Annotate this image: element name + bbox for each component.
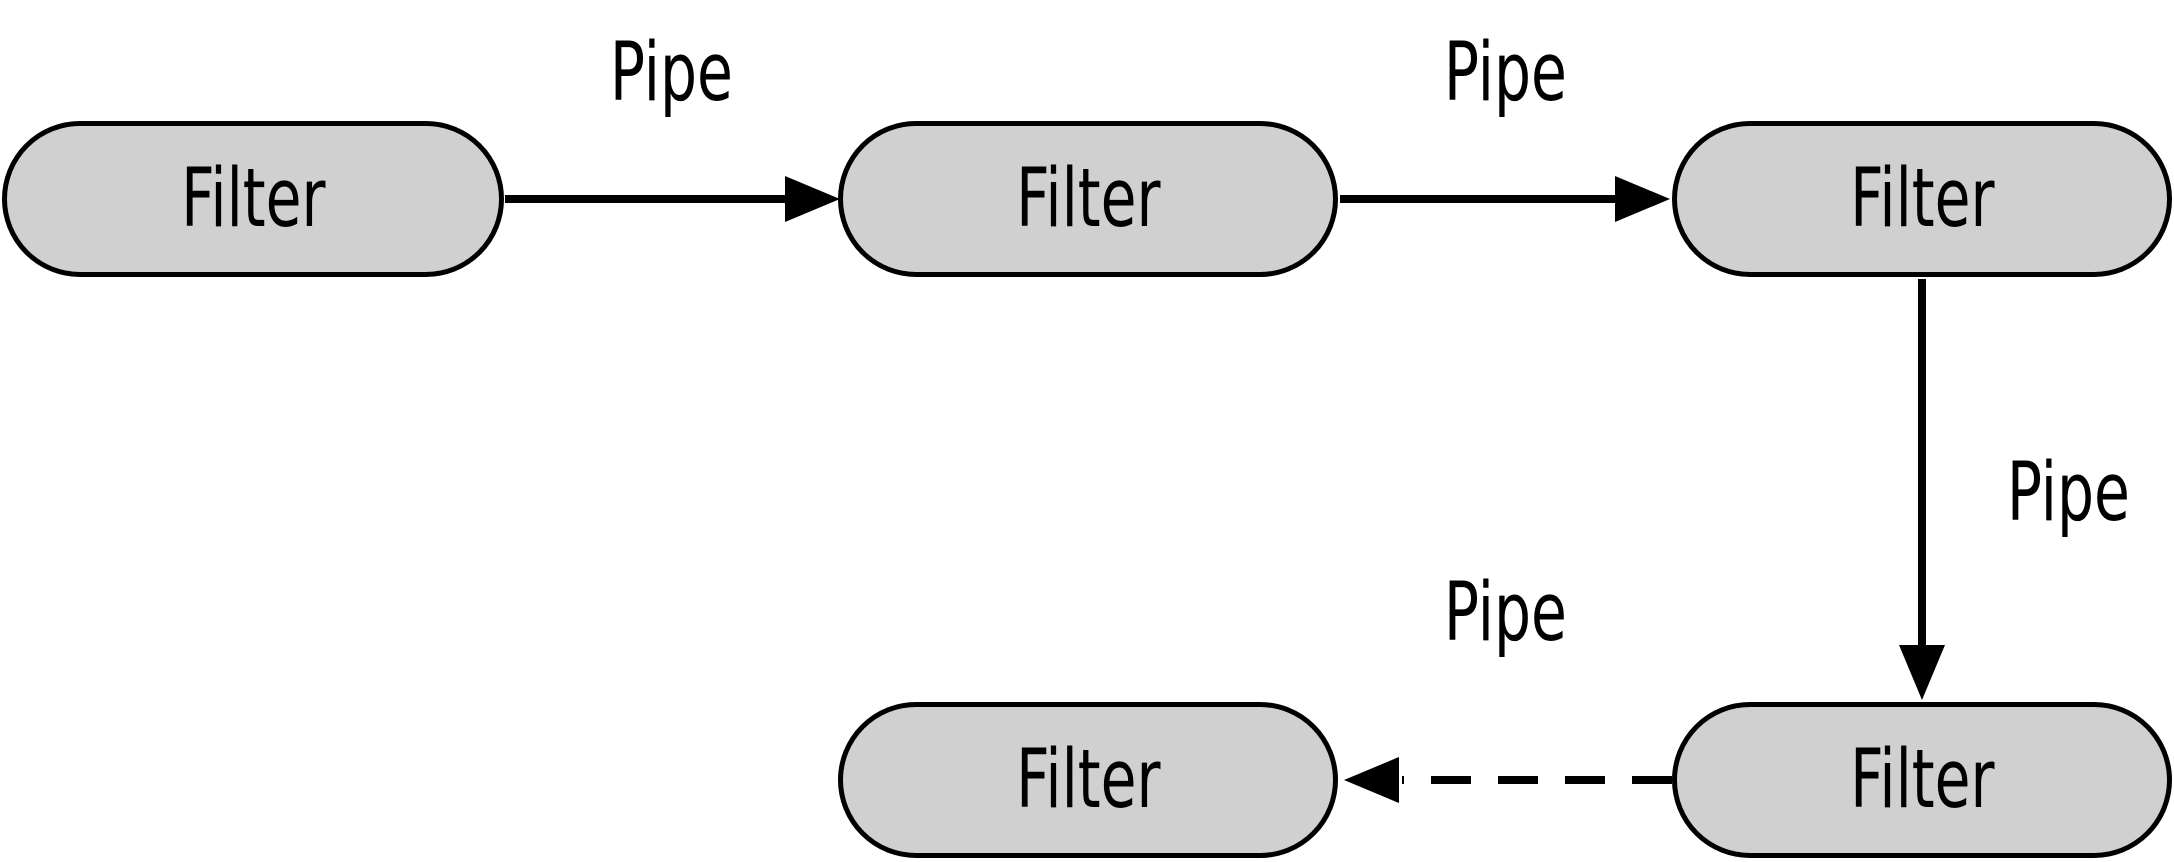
filter-node-5-label: Filter (1849, 732, 1995, 827)
filter-node-2: Filter (838, 121, 1338, 277)
pipe-arrow-1 (505, 176, 840, 222)
filter-node-4: Filter (838, 702, 1338, 858)
filter-node-3: Filter (1672, 121, 2172, 277)
filter-node-3-label: Filter (1849, 151, 1995, 246)
filter-node-2-label: Filter (1015, 151, 1161, 246)
pipe-arrow-4-dashed (1344, 757, 1672, 803)
pipe-arrow-2 (1340, 176, 1670, 222)
pipe-arrow-3 (1899, 279, 1945, 700)
filter-node-1-label: Filter (180, 151, 326, 246)
filter-node-1: Filter (2, 121, 504, 277)
filter-node-4-label: Filter (1015, 732, 1161, 827)
filter-node-5: Filter (1672, 702, 2172, 858)
